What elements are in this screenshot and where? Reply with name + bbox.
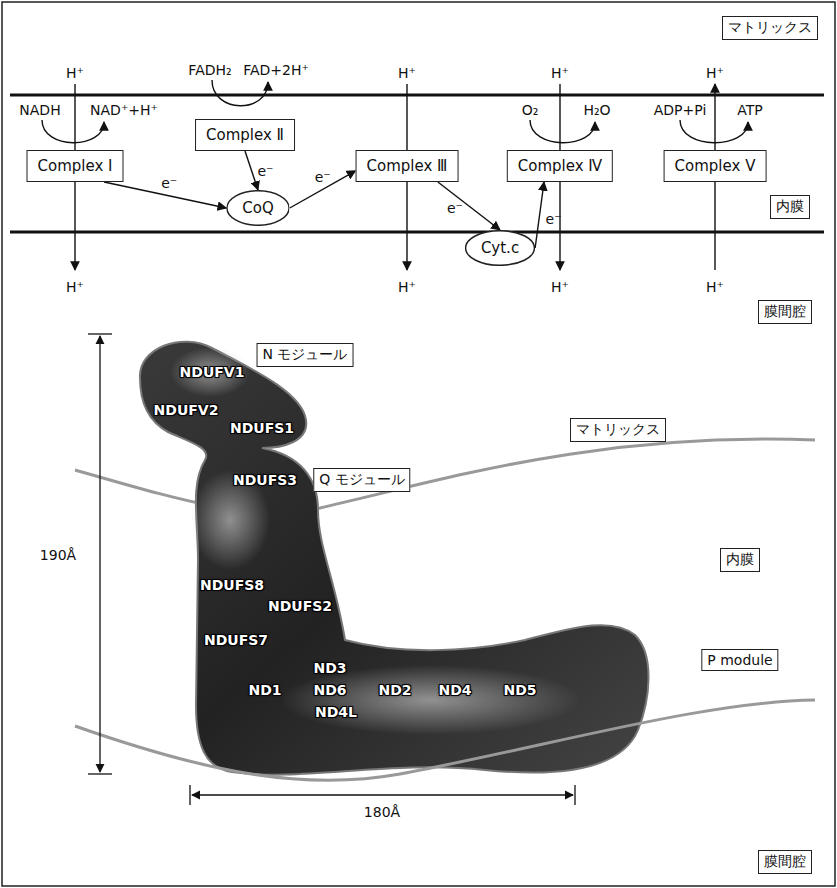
node-text: 膜間腔 — [764, 303, 806, 319]
subunit-label: NDUFS3 — [233, 472, 297, 488]
node-text: 内膜 — [776, 198, 804, 214]
node-text: Q モジュール — [319, 471, 404, 487]
dimension-lines — [88, 334, 575, 805]
subunit-label: ND4L — [315, 704, 357, 720]
chem-label: O₂ — [522, 102, 539, 118]
chem-label: FADH₂ — [188, 62, 231, 78]
complex-box: Complex Ⅳ — [507, 150, 613, 182]
chem-label: ATP — [737, 102, 762, 118]
node-text: Complex Ⅰ — [38, 157, 113, 175]
subunit-label: NDUFV2 — [154, 402, 219, 418]
chem-label: H⁺ — [551, 65, 569, 81]
dimension-label: 180Å — [362, 804, 402, 820]
node-text: CoQ — [242, 199, 273, 217]
region-tag: マトリックス — [722, 16, 818, 40]
complex-box: Complex Ⅰ — [27, 150, 124, 182]
chem-label: H⁺ — [66, 279, 84, 295]
complex-box: Complex Ⅱ — [195, 119, 295, 151]
chem-label: H₂O — [583, 102, 610, 118]
chem-label: H⁺ — [398, 279, 416, 295]
subunit-label: NDUFS7 — [204, 632, 268, 648]
edge-label: e⁻ — [447, 200, 463, 216]
node-text: 膜間腔 — [764, 853, 806, 869]
module-tag: P module — [701, 649, 778, 671]
subunit-label: NDUFS1 — [230, 420, 294, 436]
chem-label: H⁺ — [398, 65, 416, 81]
highlight — [170, 347, 250, 397]
edge-label: e⁻ — [161, 175, 177, 191]
module-tag: Q モジュール — [313, 468, 410, 492]
node-text: Cyt.c — [481, 239, 519, 257]
node-text: マトリックス — [728, 19, 812, 35]
chem-label: NAD⁺+H⁺ — [90, 102, 158, 118]
membrane-line — [10, 231, 824, 234]
subunit-label: ND4 — [438, 682, 471, 698]
edge-label: e⁻ — [257, 163, 273, 179]
edge-label: e⁻ — [546, 211, 562, 227]
subunit-label: ND5 — [503, 682, 536, 698]
chem-label: ADP+Pi — [654, 102, 707, 118]
subunit-label: NDUFV1 — [180, 364, 245, 380]
region-tag: 内膜 — [720, 548, 760, 572]
region-tag: マトリックス — [570, 418, 666, 442]
chem-label: H⁺ — [551, 279, 569, 295]
chem-label: NADH — [19, 102, 60, 118]
subunit-label: ND1 — [248, 682, 281, 698]
region-tag: 内膜 — [770, 195, 810, 219]
subunit-label: ND6 — [313, 682, 346, 698]
node-text: Complex Ⅳ — [518, 157, 602, 175]
membrane-line — [10, 94, 824, 97]
node-text: Complex Ⅴ — [675, 157, 756, 175]
proton-arrows — [42, 80, 748, 270]
node-text: マトリックス — [576, 421, 660, 437]
electron-arrow — [438, 182, 500, 230]
complex-box: Complex Ⅲ — [356, 150, 459, 182]
subunit-label: ND3 — [313, 660, 346, 676]
node-text: Complex Ⅲ — [367, 157, 448, 175]
carrier-ellipse: Cyt.c — [465, 230, 535, 266]
edge-label: e⁻ — [315, 169, 331, 185]
electron-arrow — [535, 182, 544, 248]
region-tag: 膜間腔 — [758, 850, 812, 874]
chem-label: H⁺ — [66, 65, 84, 81]
complex-box: Complex Ⅴ — [664, 150, 767, 182]
dimension-label: 190Å — [38, 547, 78, 563]
membrane-curve — [75, 700, 815, 780]
complex-i-structure — [140, 342, 649, 775]
electron-arrow — [245, 151, 258, 190]
node-text: 内膜 — [726, 551, 754, 567]
node-text: Complex Ⅱ — [206, 126, 284, 144]
chem-label: H⁺ — [706, 279, 724, 295]
subunit-label: ND2 — [378, 682, 411, 698]
node-text: N モジュール — [263, 346, 348, 362]
carrier-ellipse: CoQ — [226, 190, 289, 226]
module-tag: N モジュール — [257, 343, 354, 367]
region-tag: 膜間腔 — [758, 300, 812, 324]
chem-label: H⁺ — [706, 65, 724, 81]
subunit-label: NDUFS2 — [268, 598, 332, 614]
chem-label: FAD+2H⁺ — [243, 62, 309, 78]
node-text: P module — [707, 652, 772, 668]
membrane-curve — [75, 439, 815, 512]
subunit-label: NDUFS8 — [200, 577, 264, 593]
